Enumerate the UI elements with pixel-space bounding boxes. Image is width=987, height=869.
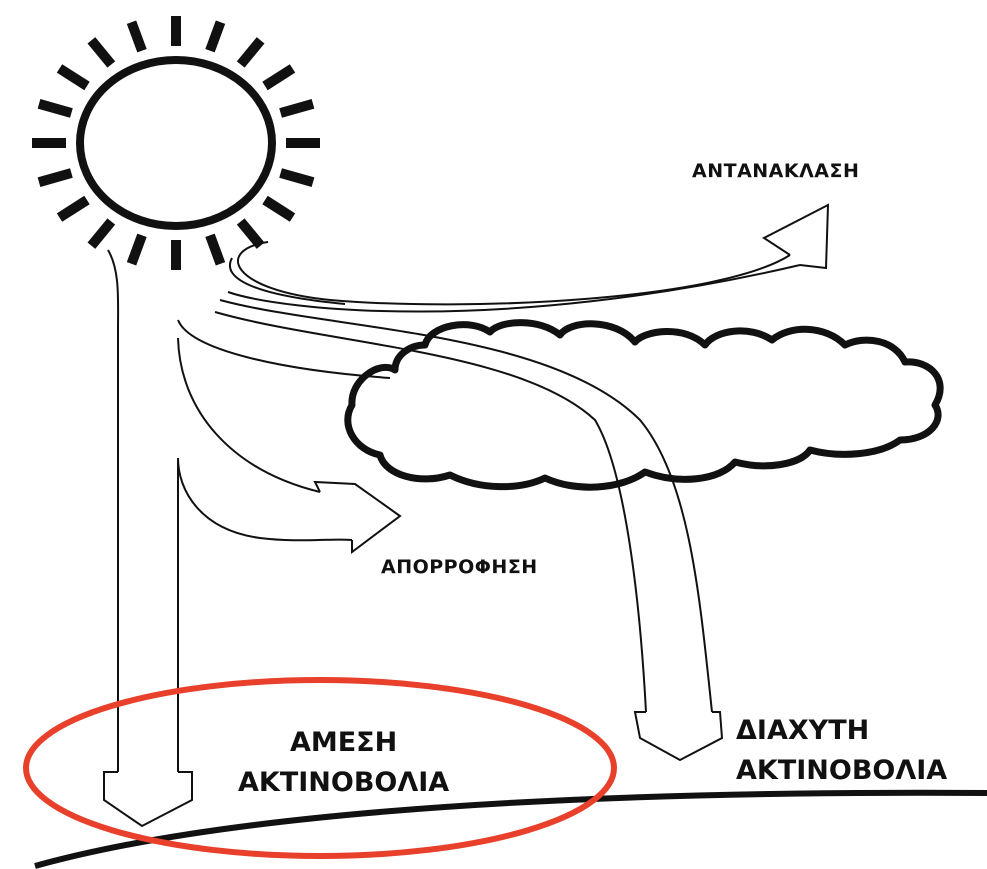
diffuse-label-line2: ΑΚΤΙΝΟΒΟΛΙΑ	[736, 751, 947, 791]
reflection-label: ΑΝΤΑΝΑΚΛΑΣΗ	[692, 160, 859, 182]
sun-ray	[265, 200, 293, 218]
direct-arrow	[104, 250, 192, 826]
sun-ray	[91, 222, 111, 246]
sun-ray	[210, 22, 221, 51]
sun-ray	[132, 22, 143, 51]
sun-ray	[265, 68, 293, 86]
absorption-label: ΑΠΟΡΡΟΦΗΣΗ	[381, 556, 538, 578]
reflection-arrow	[228, 205, 828, 312]
sun-ray	[241, 222, 261, 246]
ground-line	[35, 793, 987, 866]
sun-ray	[91, 40, 111, 64]
cloud-icon	[348, 323, 940, 488]
diffuse-label-line1: ΔΙΑΧΥΤΗ	[736, 711, 947, 751]
sun-ray	[60, 68, 88, 86]
sun-ray	[60, 200, 88, 218]
direct-radiation-label: ΑΜΕΣΗ ΑΚΤΙΝΟΒΟΛΙΑ	[238, 723, 449, 803]
direct-label-line1: ΑΜΕΣΗ	[238, 723, 449, 763]
sun-ray	[39, 173, 71, 182]
direct-label-line2: ΑΚΤΙΝΟΒΟΛΙΑ	[238, 763, 449, 803]
sun-ray	[210, 235, 221, 263]
sun-ray	[39, 104, 71, 113]
sun-ray	[281, 173, 313, 182]
sun-ray	[241, 40, 261, 64]
sun-ray	[281, 104, 313, 113]
diffuse-radiation-label: ΔΙΑΧΥΤΗ ΑΚΤΙΝΟΒΟΛΙΑ	[736, 711, 947, 791]
sun-ray	[132, 235, 143, 263]
sun-icon	[32, 16, 320, 270]
